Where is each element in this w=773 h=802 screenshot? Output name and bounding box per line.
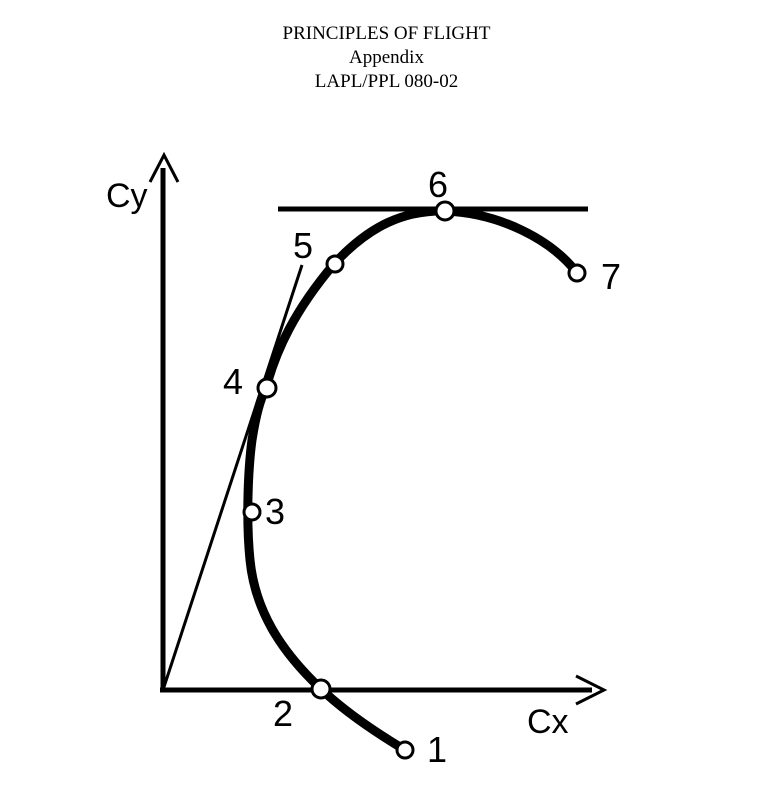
point-2-label: 2 xyxy=(273,693,293,734)
point-7-label: 7 xyxy=(601,256,621,297)
point-4-label: 4 xyxy=(223,361,243,402)
point-5-marker xyxy=(325,254,345,274)
polar-curve xyxy=(243,206,582,755)
point-1-label: 1 xyxy=(427,729,447,770)
point-3-label: 3 xyxy=(265,491,285,532)
point-7-marker xyxy=(567,263,587,283)
point-5-label: 5 xyxy=(293,225,313,266)
y-axis-label: Cy xyxy=(106,177,148,215)
page-header: PRINCIPLES OF FLIGHT Appendix LAPL/PPL 0… xyxy=(0,22,773,94)
point-1-marker xyxy=(395,740,415,760)
point-6-label: 6 xyxy=(428,164,448,205)
point-4-marker xyxy=(256,377,278,399)
y-axis-arrow xyxy=(148,151,180,183)
point-3-marker xyxy=(242,502,262,522)
tangent-line xyxy=(161,264,304,691)
x-axis-label: Cx xyxy=(527,703,569,741)
header-code: LAPL/PPL 080-02 xyxy=(314,71,459,92)
point-2-marker xyxy=(310,678,332,700)
header-title: PRINCIPLES OF FLIGHT xyxy=(282,23,491,44)
point-6-marker xyxy=(434,200,456,222)
x-axis-arrow xyxy=(575,674,608,706)
header-subtitle: Appendix xyxy=(349,47,424,68)
